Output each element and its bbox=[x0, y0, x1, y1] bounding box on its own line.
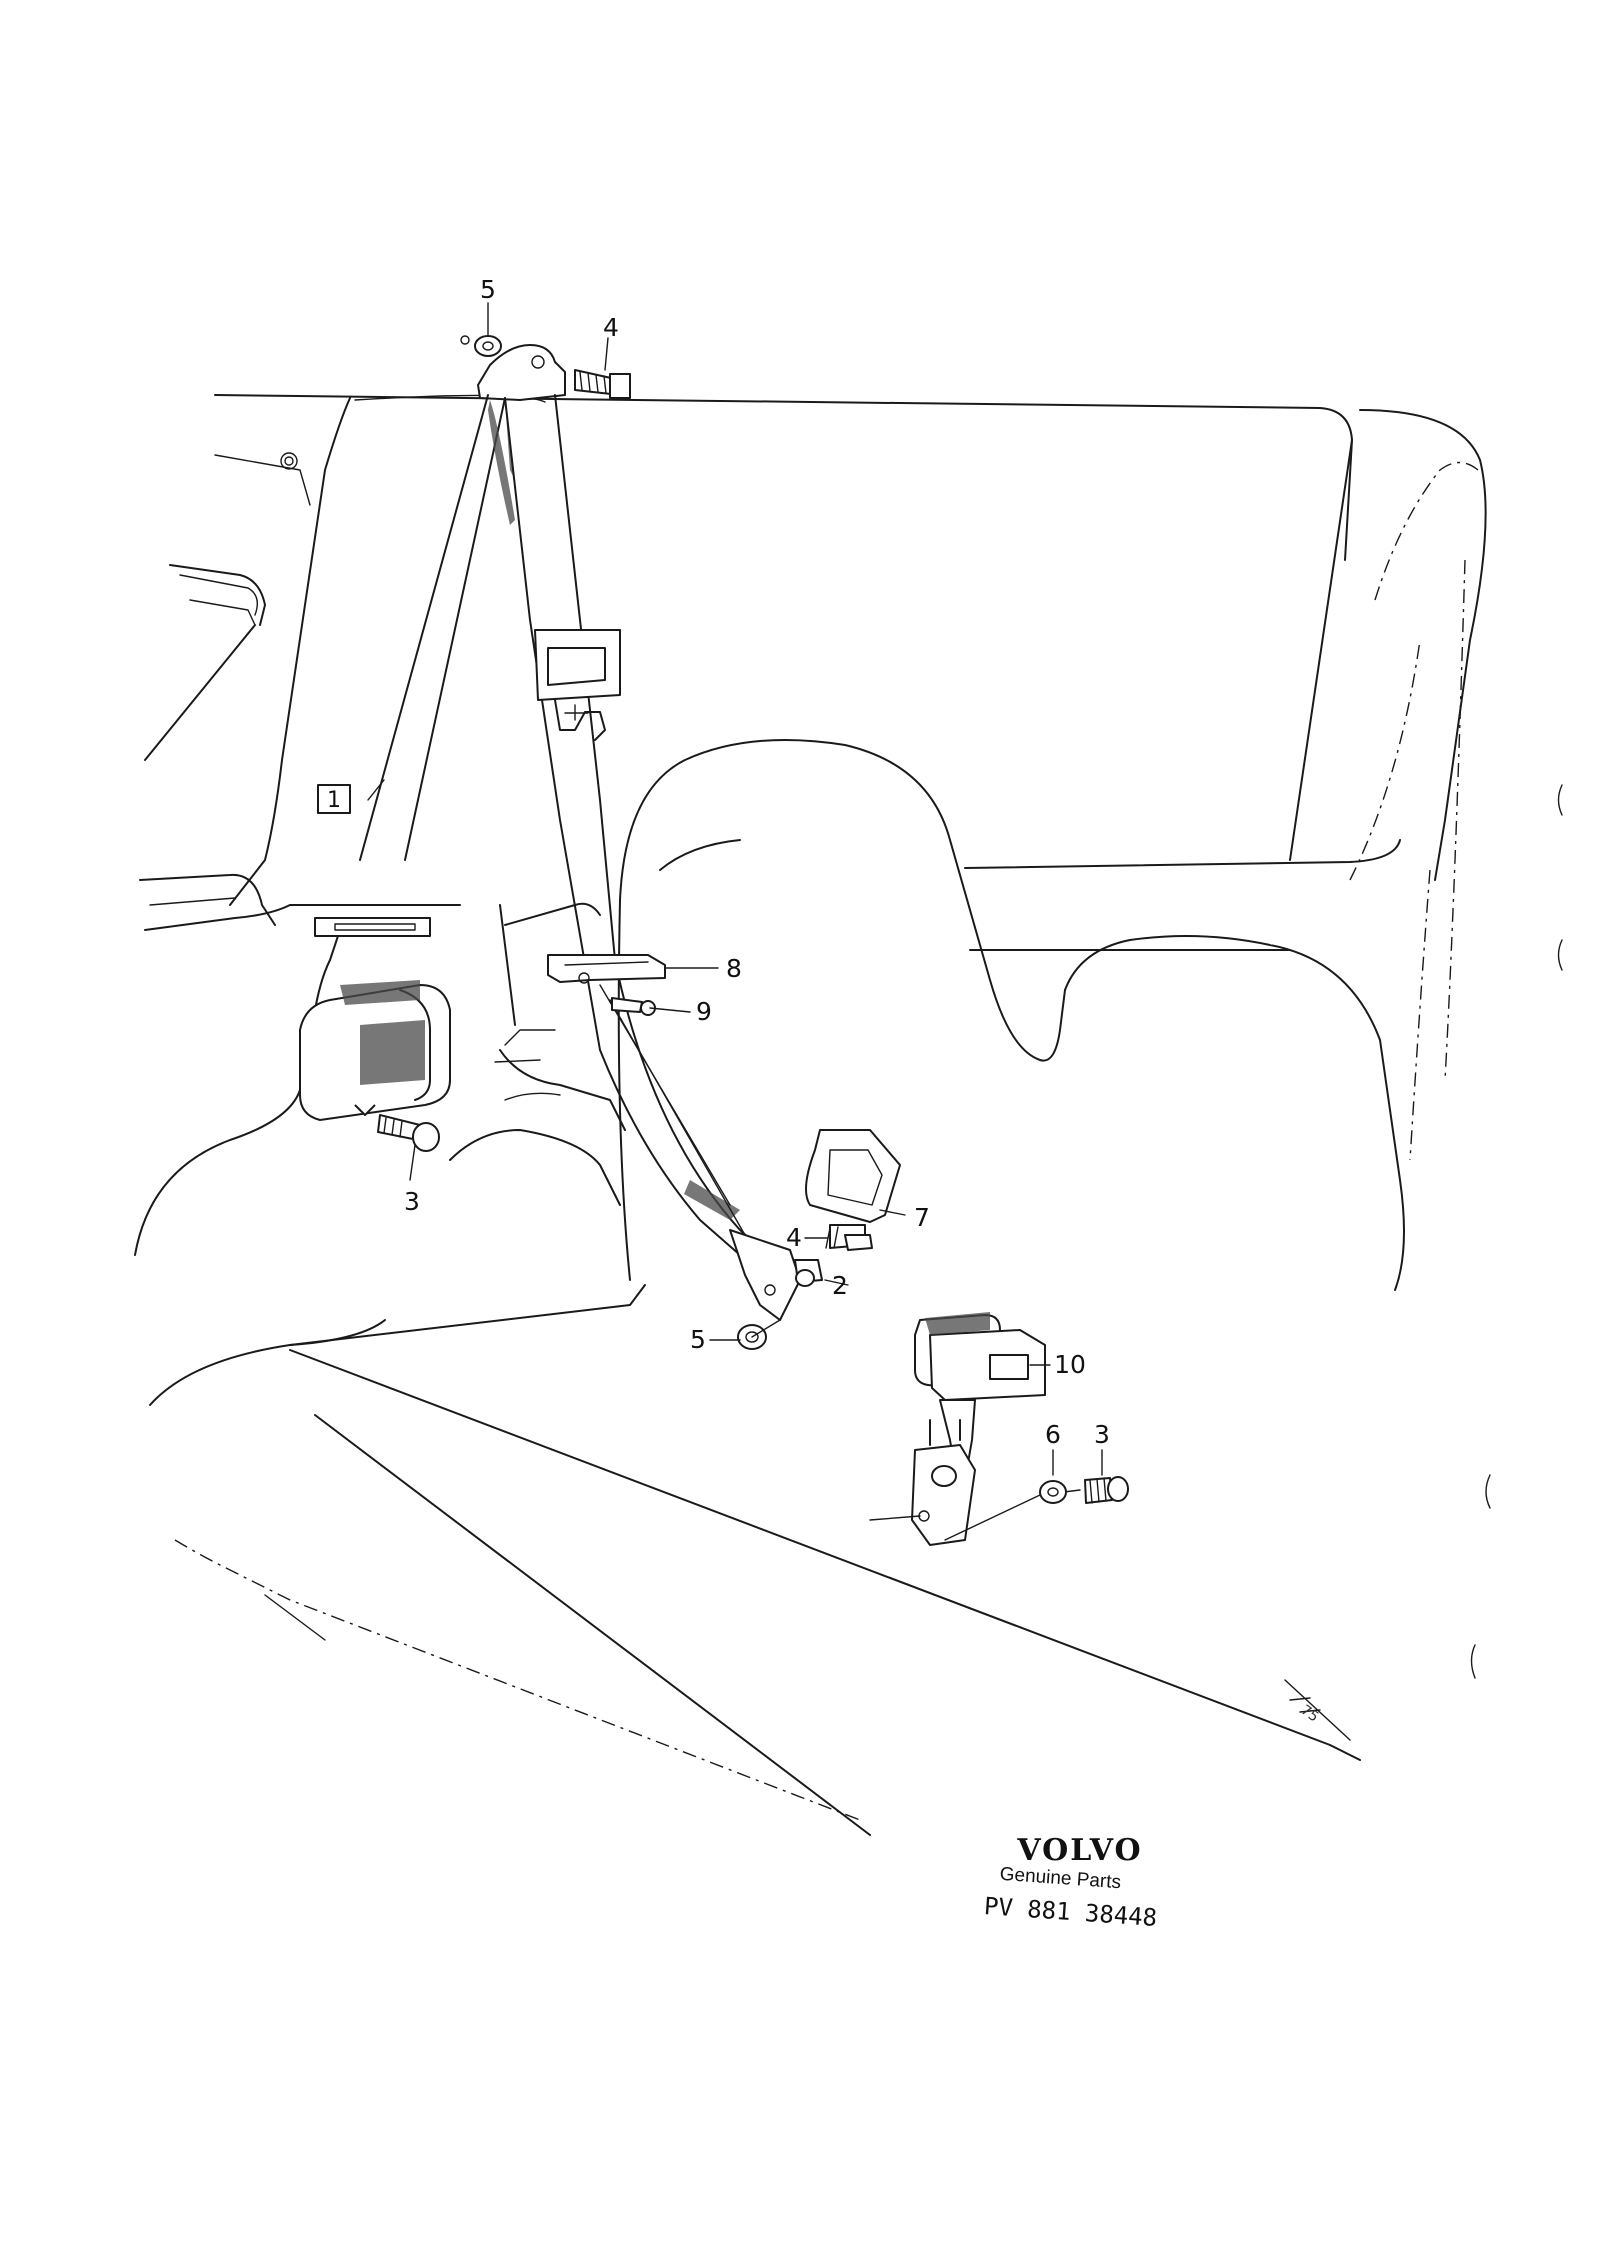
callout-3-right: 3 bbox=[1094, 1420, 1110, 1449]
leader-lines bbox=[367, 302, 1103, 1476]
callout-10: 10 bbox=[1054, 1350, 1086, 1379]
car-interior-outline bbox=[134, 394, 1563, 1836]
upper-anchor bbox=[460, 335, 631, 401]
callout-3-left: 3 bbox=[404, 1187, 420, 1216]
belt-guide bbox=[547, 954, 666, 1016]
callout-8: 8 bbox=[726, 954, 742, 983]
lap-belt bbox=[504, 394, 801, 1321]
brand-tagline: Genuine Parts bbox=[999, 1864, 1122, 1893]
corner-mark: 75 bbox=[1298, 1702, 1322, 1725]
callout-4-top: 4 bbox=[603, 313, 619, 342]
callout-4-lower: 4 bbox=[786, 1223, 802, 1252]
callout-2: 2 bbox=[832, 1271, 848, 1300]
lower-anchor-parts bbox=[737, 1129, 901, 1350]
callout-6: 6 bbox=[1045, 1420, 1061, 1449]
callout-9: 9 bbox=[696, 997, 712, 1026]
buckle-assembly bbox=[869, 1312, 1129, 1546]
callout-7: 7 bbox=[914, 1203, 930, 1232]
callout-1: 1 bbox=[327, 788, 341, 813]
callout-5-top: 5 bbox=[480, 275, 496, 304]
brand-name: VOLVO bbox=[1016, 1833, 1142, 1868]
callout-5-lower: 5 bbox=[690, 1325, 706, 1354]
retractor-reel bbox=[299, 917, 451, 1152]
volvo-branding: VOLVO Genuine Parts PV 881 38448 bbox=[983, 1833, 1158, 1932]
shoulder-belt bbox=[359, 394, 515, 861]
callouts: 1 2 3 3 4 4 5 5 6 7 8 9 10 75 bbox=[317, 275, 1322, 1726]
part-code: PV 881 38448 bbox=[983, 1892, 1158, 1932]
callout-box-1 bbox=[317, 784, 351, 814]
